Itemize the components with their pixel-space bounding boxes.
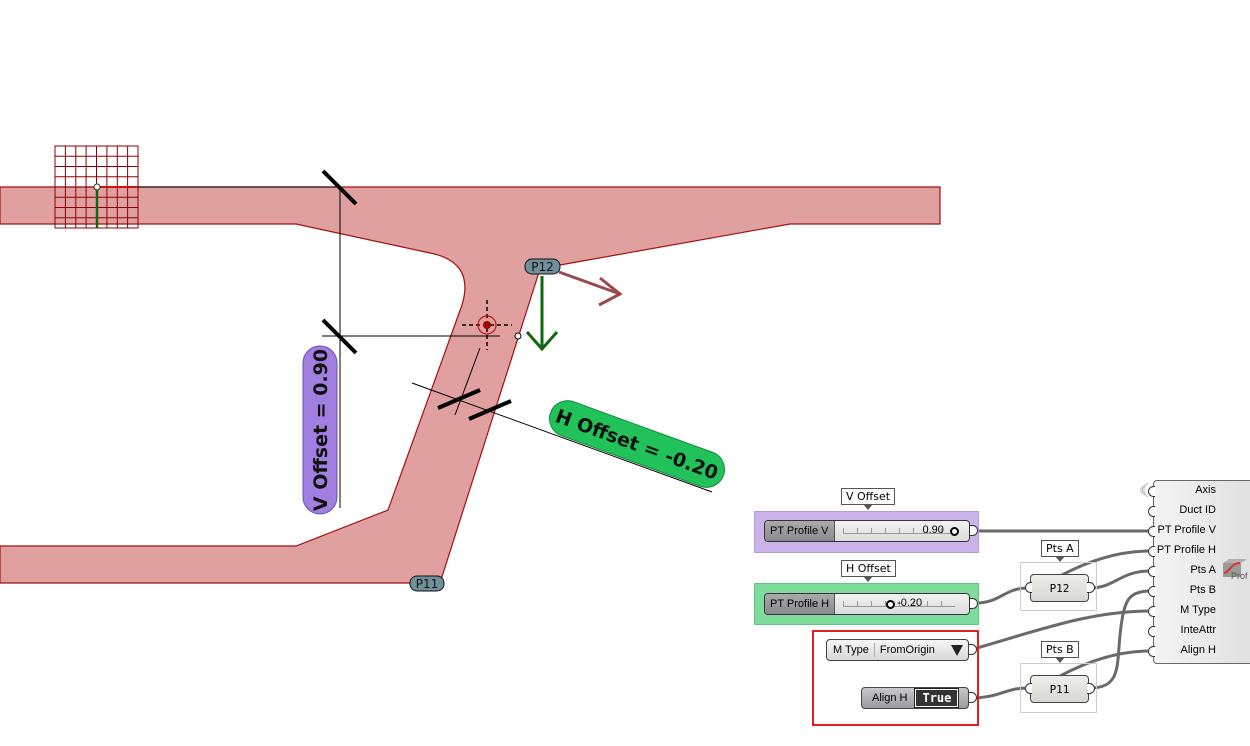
input-port-pt-profile-h[interactable] <box>1148 546 1155 557</box>
relay-pts-b-tag: Pts B <box>1041 641 1079 663</box>
value-list-value: FromOrigin <box>879 644 935 656</box>
wire-relay-b-out-to-pts-b <box>1089 589 1151 690</box>
h-offset-annotation: H Offset = -0.20 <box>548 400 726 488</box>
point-tag-p11-label: P11 <box>416 577 439 591</box>
input-port-m-type[interactable] <box>1148 606 1155 617</box>
z-axis-arrow-icon <box>525 276 559 352</box>
input-m-type[interactable]: M Type <box>1180 604 1216 616</box>
highlight-box <box>812 630 979 726</box>
point-tag-p11[interactable]: P11 <box>409 575 445 592</box>
input-port-duct-id[interactable] <box>1148 506 1155 517</box>
input-port-pts-a[interactable] <box>1148 566 1155 577</box>
slider-pt-profile-h-track[interactable]: -0.20 <box>835 594 969 614</box>
relay-pts-a[interactable]: P12 <box>1030 574 1089 602</box>
wire-relay-a-out-to-pts-a <box>1089 569 1151 590</box>
profile-component-icon-label: Prof <box>1231 571 1248 581</box>
relay-group-pts-a <box>1020 562 1097 611</box>
input-pts-b[interactable]: Pts B <box>1189 584 1216 596</box>
x-axis-arrow-icon <box>558 270 623 307</box>
separator <box>873 643 875 657</box>
crosshair-target-icon[interactable] <box>462 300 512 350</box>
input-inte-attr[interactable]: InteAttr <box>1180 624 1216 636</box>
output-port[interactable] <box>1087 582 1095 593</box>
point-tag-p12-label: P12 <box>531 260 554 274</box>
wire-relay-b-to-align-h <box>1059 649 1151 678</box>
slider-pt-profile-h-value: -0.20 <box>897 597 923 609</box>
toggle-state[interactable]: True <box>914 688 960 708</box>
relay-group-pts-b <box>1020 663 1097 713</box>
profile-component-icon: Prof <box>1221 557 1249 581</box>
slider-pt-profile-h-knob[interactable] <box>886 600 896 609</box>
input-duct-id[interactable]: Duct ID <box>1179 504 1216 516</box>
input-port[interactable] <box>1025 582 1032 593</box>
input-port[interactable] <box>1025 683 1032 694</box>
input-pts-a[interactable]: Pts A <box>1190 564 1216 576</box>
slider-pt-profile-v-label: PT Profile V <box>765 521 835 541</box>
input-port-pt-profile-v[interactable] <box>1148 526 1155 537</box>
value-list-m-type[interactable]: M Type FromOrigin <box>826 639 977 661</box>
triangle-down-icon[interactable] <box>951 645 963 656</box>
point-tag-p12[interactable]: P12 <box>524 258 561 275</box>
v-offset-annotation: V Offset = 0.90 <box>302 345 338 515</box>
dimension-ticks <box>321 169 512 421</box>
slider-pt-profile-v-knob[interactable] <box>949 527 959 536</box>
slider-v-tag: V Offset <box>841 488 896 510</box>
h-offset-annotation-text: H Offset = -0.20 <box>552 405 720 484</box>
dimension-lines <box>138 186 713 508</box>
input-align-h[interactable]: Align H <box>1180 644 1216 656</box>
output-port[interactable] <box>970 525 978 536</box>
v-offset-annotation-text: V Offset = 0.90 <box>310 349 332 511</box>
slider-pt-profile-v[interactable]: PT Profile V 0.90 <box>764 520 978 542</box>
wireless-receiver-icon <box>1140 482 1149 498</box>
output-port[interactable] <box>969 644 977 655</box>
grid-origin-point[interactable] <box>93 183 101 191</box>
wire-relay-a-to-pt-profile-h <box>1059 549 1151 578</box>
output-port[interactable] <box>970 598 978 609</box>
wire-h-slider-to-relay-a <box>975 586 1028 605</box>
profile-component[interactable]: Axis Duct ID PT Profile V PT Profile H P… <box>1153 480 1250 664</box>
toggle-align-h[interactable]: Align H True <box>861 687 977 709</box>
input-port-pts-b[interactable] <box>1148 586 1155 597</box>
slider-h-tag: H Offset <box>841 560 896 582</box>
slider-ticks <box>843 601 955 607</box>
input-port-align-h[interactable] <box>1148 646 1155 657</box>
input-port-inte-attr[interactable] <box>1148 626 1155 637</box>
input-axis[interactable]: Axis <box>1195 484 1216 496</box>
slider-pt-profile-v-value: 0.90 <box>922 524 944 536</box>
relay-pts-a-tag: Pts A <box>1041 540 1079 562</box>
relay-pts-b[interactable]: P11 <box>1030 675 1089 703</box>
wire-mtype-to-mtype <box>969 609 1151 652</box>
wires <box>969 529 1151 700</box>
input-pt-profile-v[interactable]: PT Profile V <box>1157 524 1217 536</box>
toggle-label: Align H <box>872 692 908 704</box>
control-point[interactable] <box>514 332 522 340</box>
input-port-axis[interactable] <box>1148 486 1155 497</box>
slider-ticks <box>842 528 955 534</box>
output-port[interactable] <box>969 692 977 703</box>
output-port[interactable] <box>1087 683 1095 694</box>
value-list-label: M Type <box>833 644 869 656</box>
slider-pt-profile-h-label: PT Profile H <box>765 594 836 614</box>
slider-pt-profile-h[interactable]: PT Profile H -0.20 <box>764 593 978 615</box>
slider-pt-profile-v-track[interactable]: 0.90 <box>834 521 969 541</box>
input-pt-profile-h[interactable]: PT Profile H <box>1156 544 1216 556</box>
